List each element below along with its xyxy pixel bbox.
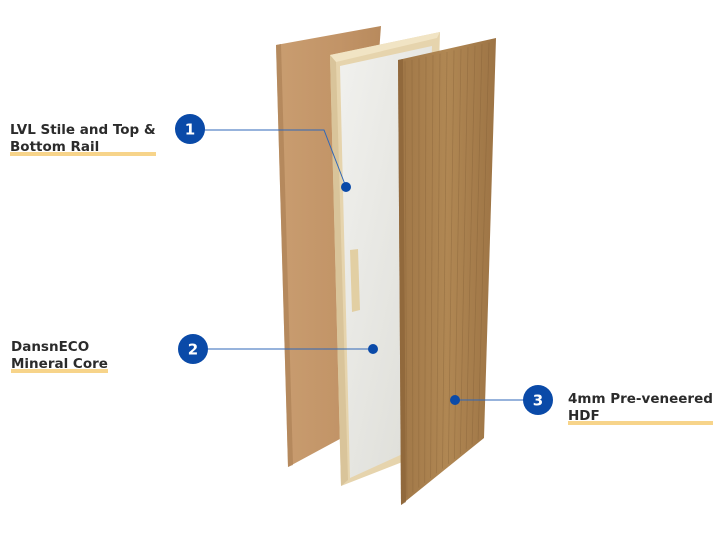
leader-dot-1 bbox=[341, 182, 351, 192]
badge-number-2: 2 bbox=[188, 341, 198, 359]
callout-badge-2: 2 bbox=[178, 334, 208, 364]
wood-grain-line bbox=[442, 51, 448, 469]
callout-badge-3: 3 bbox=[523, 385, 553, 415]
callout-label-2-line1: DansnECO bbox=[11, 339, 90, 355]
callout-badge-1: 1 bbox=[175, 114, 205, 144]
callout-label-2: DansnECO Mineral Core bbox=[11, 339, 108, 373]
callout-label-3: 4mm Pre-veneered HDF bbox=[568, 391, 713, 425]
wood-grain-line bbox=[459, 47, 469, 455]
wood-grain-line bbox=[448, 50, 455, 464]
leader-line-1 bbox=[202, 129, 347, 188]
callout-label-1: LVL Stile and Top & Bottom Rail bbox=[10, 122, 156, 156]
badge-number-1: 1 bbox=[185, 121, 195, 139]
wood-grain-line bbox=[477, 42, 490, 440]
wood-grain-line bbox=[430, 55, 434, 479]
leader-dot-3 bbox=[450, 395, 460, 405]
callout-label-1-line2: Bottom Rail bbox=[10, 139, 156, 156]
wood-grain-line bbox=[465, 45, 476, 450]
wood-grain-line bbox=[424, 56, 427, 483]
wood-grain-line bbox=[404, 61, 408, 498]
callout-label-3-line2: HDF bbox=[568, 408, 713, 425]
leader-dot-2 bbox=[368, 344, 378, 354]
wood-grain-line bbox=[471, 44, 483, 445]
wood-grain-line bbox=[454, 48, 462, 459]
front-veneer-panel bbox=[398, 38, 496, 505]
callout-label-3-line1: 4mm Pre-veneered bbox=[568, 391, 713, 407]
badge-number-3: 3 bbox=[533, 392, 543, 410]
wood-grain-line bbox=[411, 59, 414, 493]
callout-label-1-line1: LVL Stile and Top & bbox=[10, 122, 156, 138]
callout-label-2-line2: Mineral Core bbox=[11, 356, 108, 373]
wood-grain-line bbox=[436, 53, 441, 474]
